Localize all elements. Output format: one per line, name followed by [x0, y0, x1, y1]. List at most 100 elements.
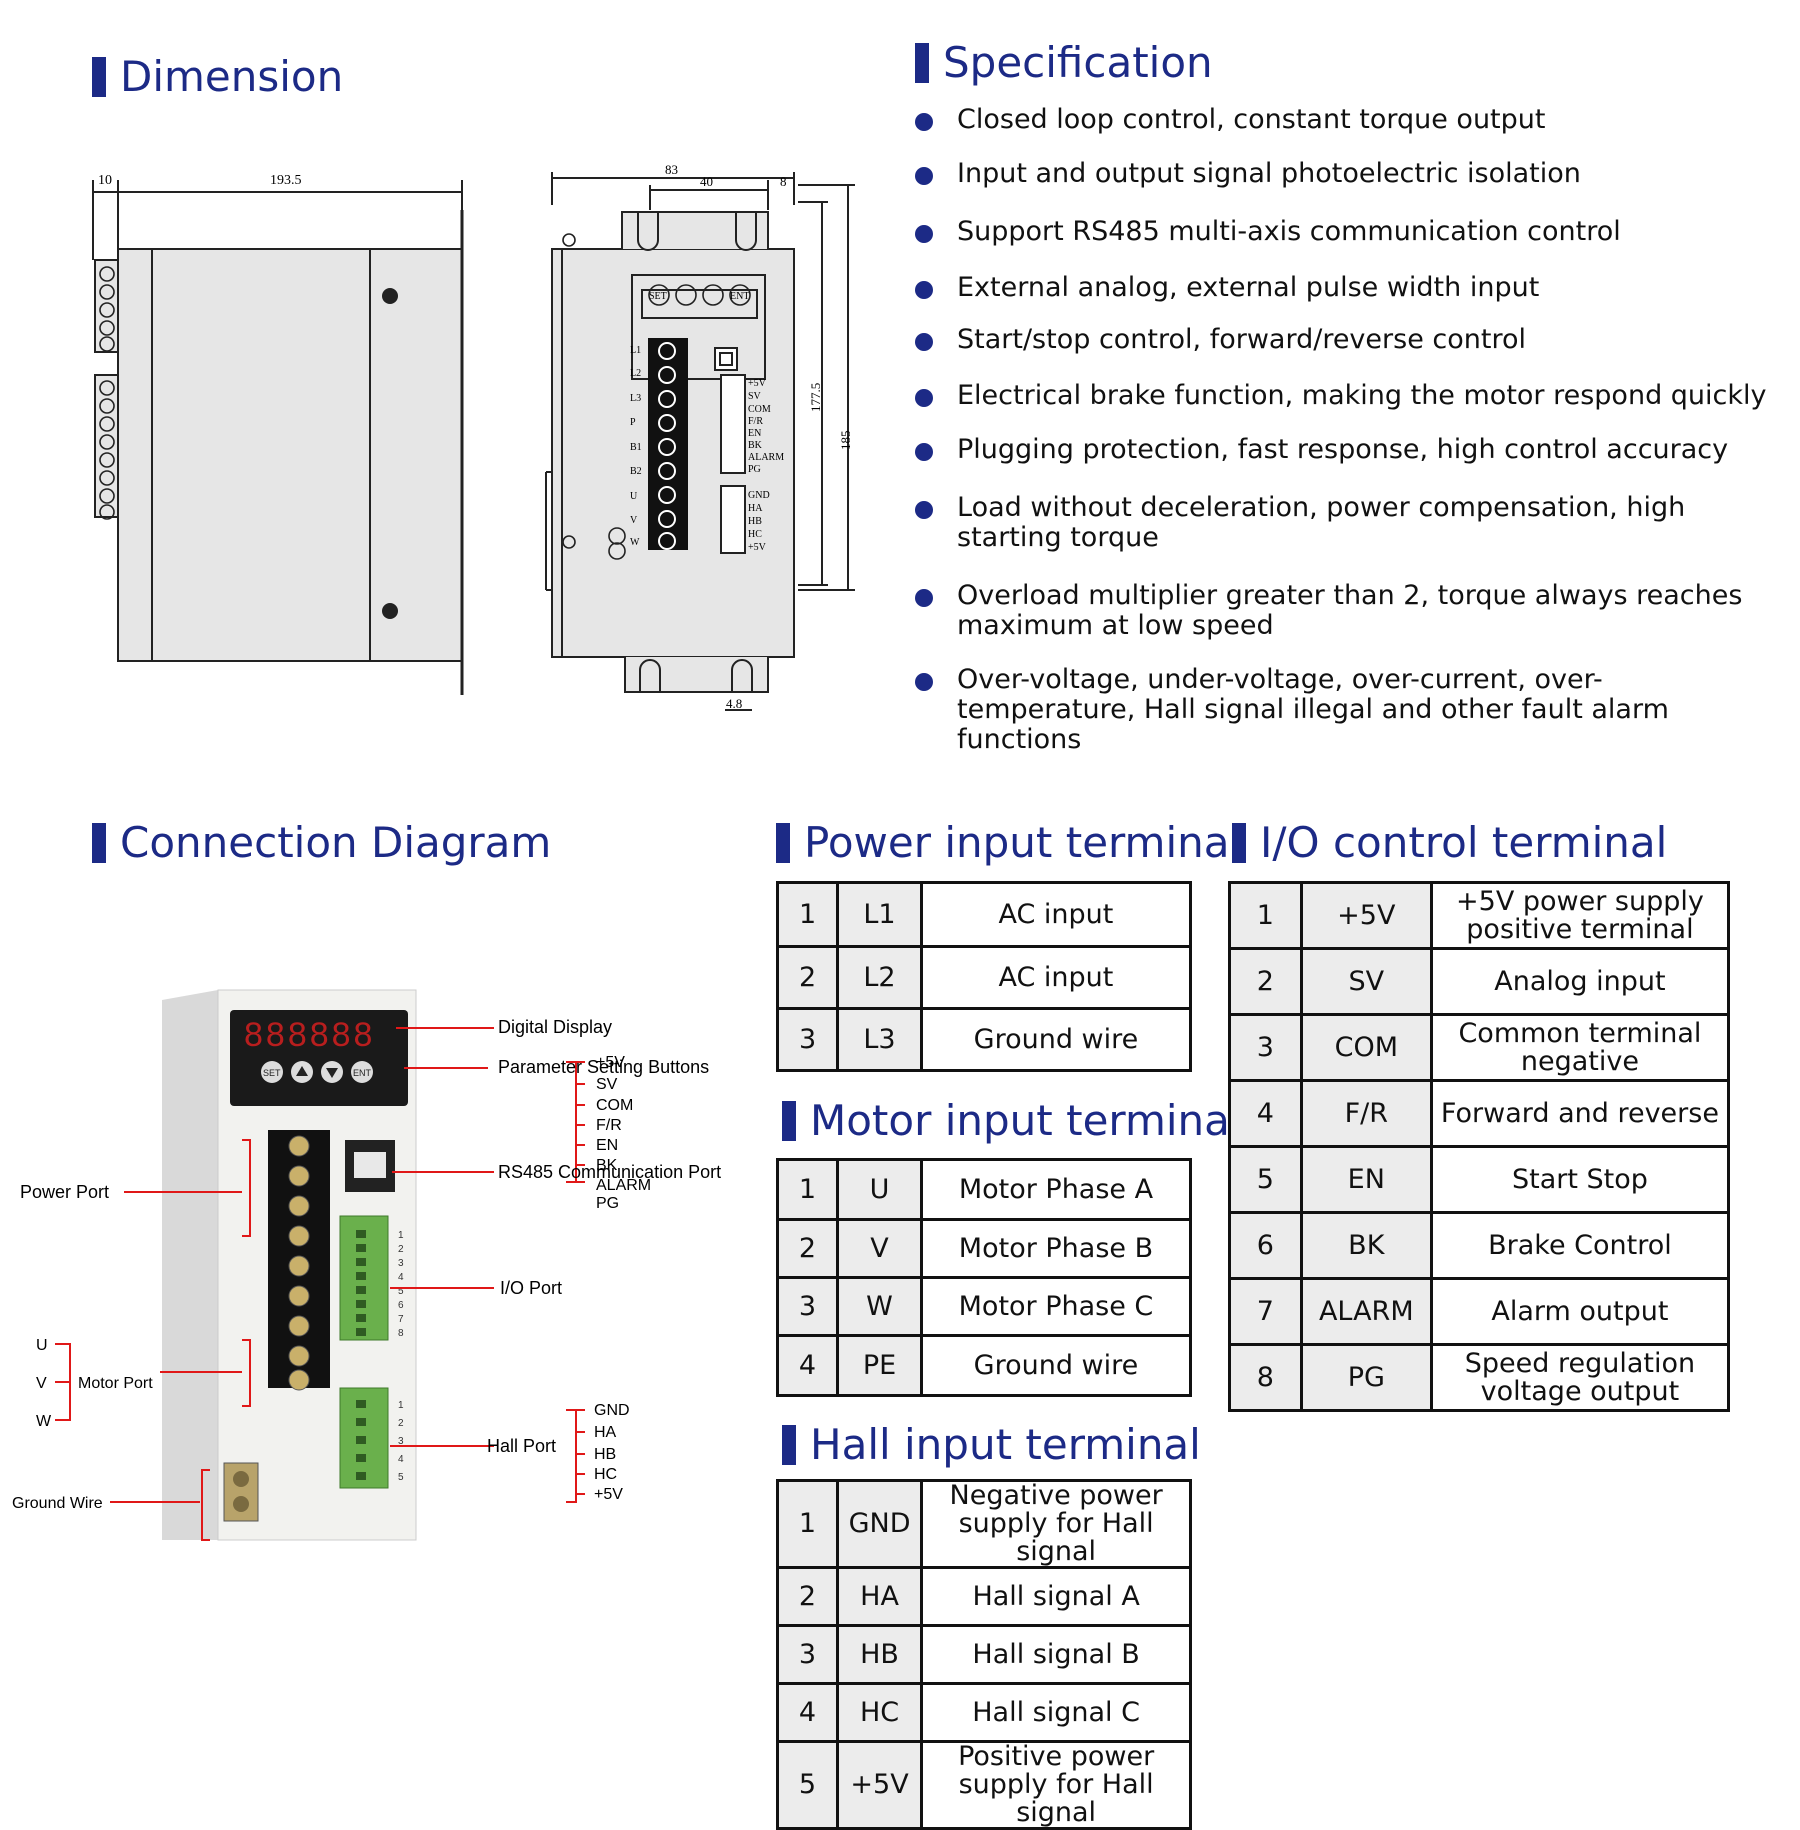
cell-num: 8: [1228, 1343, 1303, 1412]
bullet-icon: [915, 443, 933, 461]
dim-power-label: U: [630, 491, 638, 502]
cell-code: L2: [836, 945, 923, 1010]
spec-item: Input and output signal photoelectric is…: [915, 159, 1775, 189]
cell-desc: Hall signal B: [920, 1624, 1192, 1685]
cd-io-pin: 5: [398, 1286, 404, 1297]
cell-code: F/R: [1299, 1079, 1433, 1148]
cell-desc: +5V power supply positive terminal: [1429, 881, 1731, 950]
dim-io-label: PG: [748, 464, 761, 475]
cell-code: ALARM: [1299, 1277, 1433, 1346]
cell-desc: Alarm output: [1429, 1277, 1731, 1346]
dim-hall-label: +5V: [748, 542, 767, 553]
spec-item: Load without deceleration, power compens…: [915, 493, 1775, 553]
bullet-icon: [915, 673, 933, 691]
bullet-icon: [915, 589, 933, 607]
cell-code: EN: [1299, 1145, 1433, 1214]
cd-digital-display: Digital Display: [498, 1017, 612, 1037]
dim-hall-label: HC: [748, 529, 762, 540]
cell-num: 1: [775, 881, 840, 948]
motor-terminal-title: Motor input terminal: [782, 1096, 1242, 1145]
dimension-title-text: Dimension: [120, 52, 344, 101]
cd-hall-signal: HA: [594, 1424, 617, 1441]
cell-desc: Motor Phase C: [919, 1276, 1193, 1337]
cell-desc: Hall signal A: [920, 1566, 1192, 1627]
cell-desc: AC input: [919, 881, 1193, 948]
spec-item: Start/stop control, forward/reverse cont…: [915, 325, 1775, 355]
cell-num: 3: [775, 1276, 840, 1337]
cell-desc: Ground wire: [919, 1334, 1193, 1397]
dim-185-label: 185: [838, 431, 853, 451]
dim-hall-label: HB: [748, 516, 762, 527]
cd-io-signal: COM: [596, 1097, 633, 1114]
cell-num: 1: [776, 1479, 839, 1569]
dim-40-label: 40: [700, 174, 713, 189]
dim-io-label: SV: [748, 391, 762, 402]
spec-item: External analog, external pulse width in…: [915, 273, 1775, 303]
dim-83-label: 83: [665, 162, 678, 177]
cell-num: 4: [776, 1682, 839, 1743]
cd-io-pin: 8: [398, 1328, 404, 1339]
spec-text: Load without deceleration, power compens…: [957, 492, 1686, 553]
cell-code: GND: [835, 1479, 924, 1569]
cell-code: L1: [836, 881, 923, 948]
hall-terminal-title: Hall input terminal: [782, 1420, 1201, 1469]
power-terminal-title: Power input terminal: [776, 818, 1241, 867]
cell-desc: Positive power supply for Hall signal: [920, 1740, 1192, 1830]
cell-num: 2: [776, 1566, 839, 1627]
dim-io-label: COM: [748, 404, 771, 415]
dim-io-label: BK: [748, 440, 763, 451]
dim-8-label: 8: [780, 174, 787, 189]
spec-item: Electrical brake function, making the mo…: [915, 381, 1775, 411]
cd-io-pin: 3: [398, 1258, 404, 1269]
dim-hall-label: HA: [748, 503, 763, 514]
dim-power-label: L3: [630, 393, 641, 404]
specification-title-text: Specification: [943, 38, 1213, 87]
cell-code: PE: [836, 1334, 923, 1397]
cell-desc: Negative power supply for Hall signal: [920, 1479, 1192, 1569]
cell-desc: Motor Phase A: [919, 1158, 1193, 1221]
cd-io-signal: EN: [596, 1137, 618, 1154]
cell-code: +5V: [835, 1740, 924, 1830]
cell-num: 4: [1228, 1079, 1303, 1148]
dim-set-label: SET: [649, 291, 667, 302]
cd-io-pin: 1: [398, 1230, 404, 1241]
cell-num: 7: [1228, 1277, 1303, 1346]
cell-code: L3: [836, 1007, 923, 1072]
cd-param-buttons: Parameter Setting Buttons: [498, 1057, 709, 1077]
table-row: 1+5V+5V power supply positive terminal: [1228, 881, 1731, 950]
cd-uvw-w: W: [36, 1413, 52, 1430]
cell-desc: Analog input: [1429, 947, 1731, 1016]
dim-hall-label: GND: [748, 490, 770, 501]
cd-io-signal: PG: [596, 1195, 619, 1212]
cd-io-pin: 7: [398, 1314, 404, 1325]
dimension-drawing: 10 193.5 SET ENT 83 40: [92, 162, 855, 711]
dim-4-8-label: 4.8: [726, 696, 742, 711]
spec-text: Overload multiplier greater than 2, torq…: [957, 580, 1743, 641]
spec-text: External analog, external pulse width in…: [957, 272, 1540, 303]
cell-num: 5: [776, 1740, 839, 1830]
cd-io-port: I/O Port: [500, 1278, 562, 1298]
spec-text: Electrical brake function, making the mo…: [957, 380, 1767, 411]
dim-177-5-label: 177.5: [808, 383, 823, 412]
cell-code: HC: [835, 1682, 924, 1743]
specification-title: Specification: [915, 38, 1213, 87]
cell-code: COM: [1299, 1013, 1433, 1082]
io-terminal-title: I/O control terminal: [1232, 818, 1667, 867]
bullet-icon: [915, 501, 933, 519]
spec-text: Over-voltage, under-voltage, over-curren…: [957, 664, 1669, 755]
cell-num: 4: [775, 1334, 840, 1397]
cell-desc: Forward and reverse: [1429, 1079, 1731, 1148]
hall-terminal-title-text: Hall input terminal: [810, 1420, 1201, 1469]
dim-10-label: 10: [98, 173, 112, 188]
